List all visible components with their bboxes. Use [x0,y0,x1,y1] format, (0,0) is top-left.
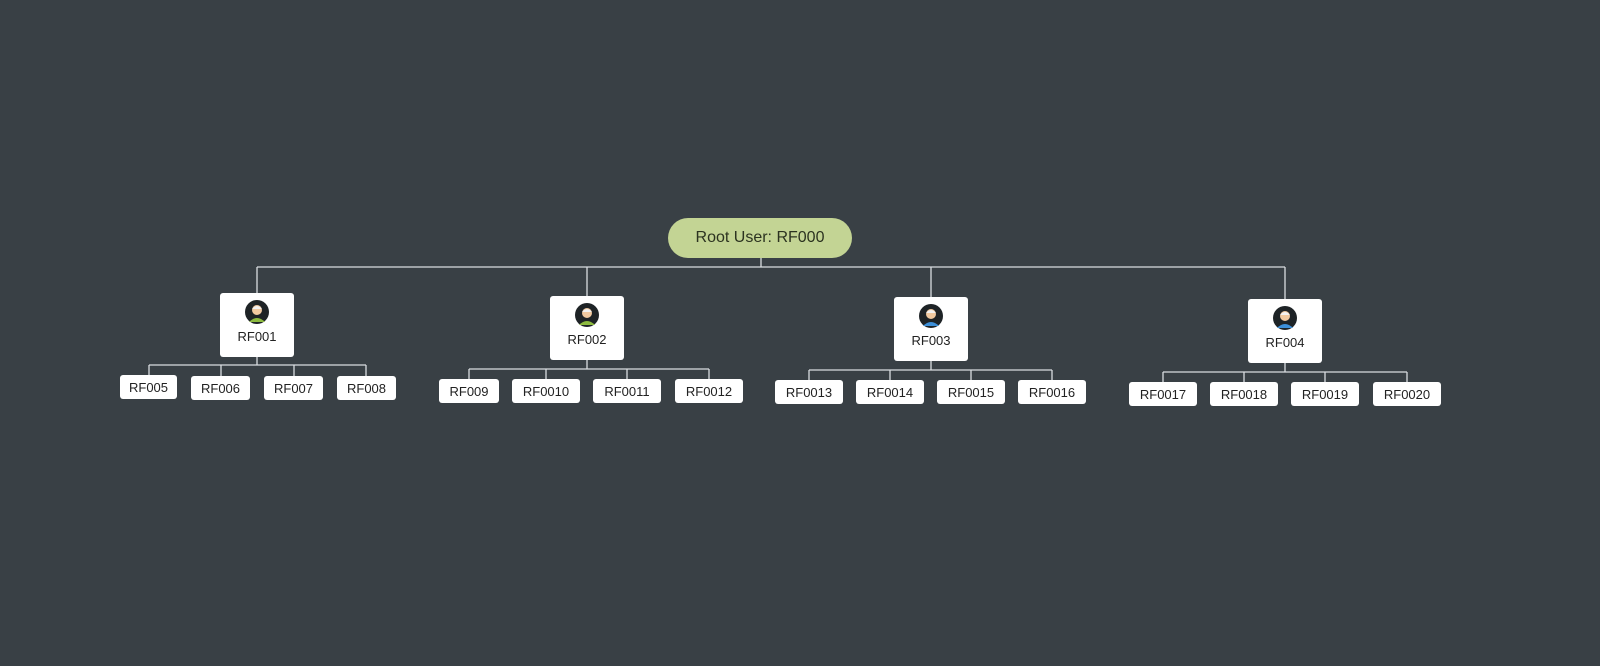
leaf-node-rf0016[interactable]: RF0016 [1018,380,1086,404]
leaf-node-rf009[interactable]: RF009 [439,379,499,403]
leaf-label: RF0013 [785,384,833,400]
leaf-node-rf0020[interactable]: RF0020 [1373,382,1441,406]
leaf-node-rf0014[interactable]: RF0014 [856,380,924,404]
leaf-label: RF0017 [1139,386,1187,402]
leaf-node-rf0018[interactable]: RF0018 [1210,382,1278,406]
root-user-node[interactable]: Root User: RF000 [668,218,852,258]
root-user-label: Root User: RF000 [695,229,825,246]
user-node-rf001[interactable]: RF001 [220,293,294,357]
leaf-node-rf0011[interactable]: RF0011 [593,379,661,403]
user-avatar-icon [245,300,269,324]
leaf-label: RF0018 [1220,386,1268,402]
user-id-label: RF003 [911,333,951,348]
leaf-label: RF0020 [1383,386,1431,402]
leaf-label: RF0012 [685,383,733,399]
leaf-label: RF006 [200,380,241,396]
leaf-label: RF007 [273,380,314,396]
leaf-node-rf0012[interactable]: RF0012 [675,379,743,403]
leaf-label: RF0010 [522,383,570,399]
leaf-label: RF0014 [866,384,914,400]
leaf-node-rf0019[interactable]: RF0019 [1291,382,1359,406]
leaf-label: RF005 [128,379,169,395]
leaf-node-rf005[interactable]: RF005 [120,375,177,399]
leaf-label: RF009 [449,383,489,399]
leaf-node-rf0015[interactable]: RF0015 [937,380,1005,404]
user-avatar-icon [575,303,599,327]
leaf-label: RF0015 [947,384,995,400]
leaf-label: RF0019 [1301,386,1349,402]
user-avatar-icon [919,304,943,328]
user-node-rf003[interactable]: RF003 [894,297,968,361]
user-id-label: RF004 [1265,335,1305,350]
user-avatar-icon [1273,306,1297,330]
leaf-label: RF0016 [1028,384,1076,400]
leaf-label: RF008 [346,380,387,396]
user-id-label: RF002 [567,332,607,347]
user-node-rf004[interactable]: RF004 [1248,299,1322,363]
user-node-rf002[interactable]: RF002 [550,296,624,360]
leaf-node-rf0013[interactable]: RF0013 [775,380,843,404]
leaf-node-rf0017[interactable]: RF0017 [1129,382,1197,406]
leaf-node-rf007[interactable]: RF007 [264,376,323,400]
leaf-node-rf008[interactable]: RF008 [337,376,396,400]
user-id-label: RF001 [237,329,277,344]
leaf-node-rf0010[interactable]: RF0010 [512,379,580,403]
leaf-label: RF0011 [604,383,650,399]
leaf-node-rf006[interactable]: RF006 [191,376,250,400]
